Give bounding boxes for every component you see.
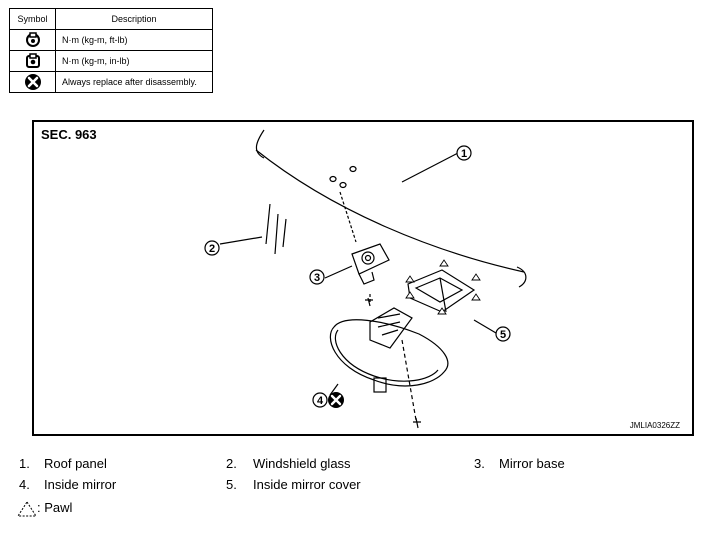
symbol-table: Symbol Description N·m (kg-m, ft-lb) N·m…	[9, 8, 213, 93]
callout-3: 3	[314, 272, 320, 284]
pawl-icon	[17, 500, 37, 517]
symbol-description: N·m (kg-m, ft-lb)	[55, 29, 213, 51]
pawl-label: : Pawl	[37, 500, 73, 515]
exploded-diagram: SEC. 963	[32, 120, 694, 436]
windshield-glass	[265, 203, 287, 255]
description-header: Description	[55, 8, 213, 30]
diagram-art: 1 2 3 4 5	[204, 129, 527, 429]
symbol-description: N·m (kg-m, in-lb)	[55, 50, 213, 72]
callout-1: 1	[461, 148, 467, 160]
pawl-legend: : Pawl	[17, 500, 72, 517]
replace-always-icon	[328, 392, 344, 408]
legend-label: Windshield glass	[253, 456, 351, 471]
symbol-row: N·m (kg-m, ft-lb)	[9, 29, 213, 51]
legend-label: Mirror base	[499, 456, 565, 471]
symbol-header: Symbol	[9, 8, 56, 30]
inside-mirror	[329, 307, 449, 393]
replace-always-icon	[24, 74, 41, 90]
legend-number: 2.	[226, 456, 237, 471]
section-title: SEC. 963	[41, 127, 97, 142]
legend-number: 4.	[19, 477, 30, 492]
torque-ft-lb-icon	[25, 32, 40, 47]
legend-label: Inside mirror	[44, 477, 117, 492]
symbol-row: Always replace after disassembly.	[9, 71, 213, 93]
callout-4: 4	[317, 395, 324, 407]
callout-2: 2	[209, 243, 215, 255]
callout-5: 5	[500, 329, 506, 341]
symbol-table-header: Symbol Description	[9, 8, 213, 30]
mirror-base	[351, 243, 390, 285]
inside-mirror-cover	[407, 269, 476, 313]
symbol-description: Always replace after disassembly.	[55, 71, 213, 93]
roof-panel-edge	[255, 149, 525, 273]
figure-code: JMLIA0326ZZ	[629, 421, 680, 430]
legend-label: Roof panel	[44, 456, 107, 471]
legend-number: 1.	[19, 456, 30, 471]
symbol-row: N·m (kg-m, in-lb)	[9, 50, 213, 72]
legend-number: 5.	[226, 477, 237, 492]
legend-number: 3.	[474, 456, 485, 471]
torque-in-lb-icon	[25, 53, 40, 68]
legend-label: Inside mirror cover	[253, 477, 361, 492]
